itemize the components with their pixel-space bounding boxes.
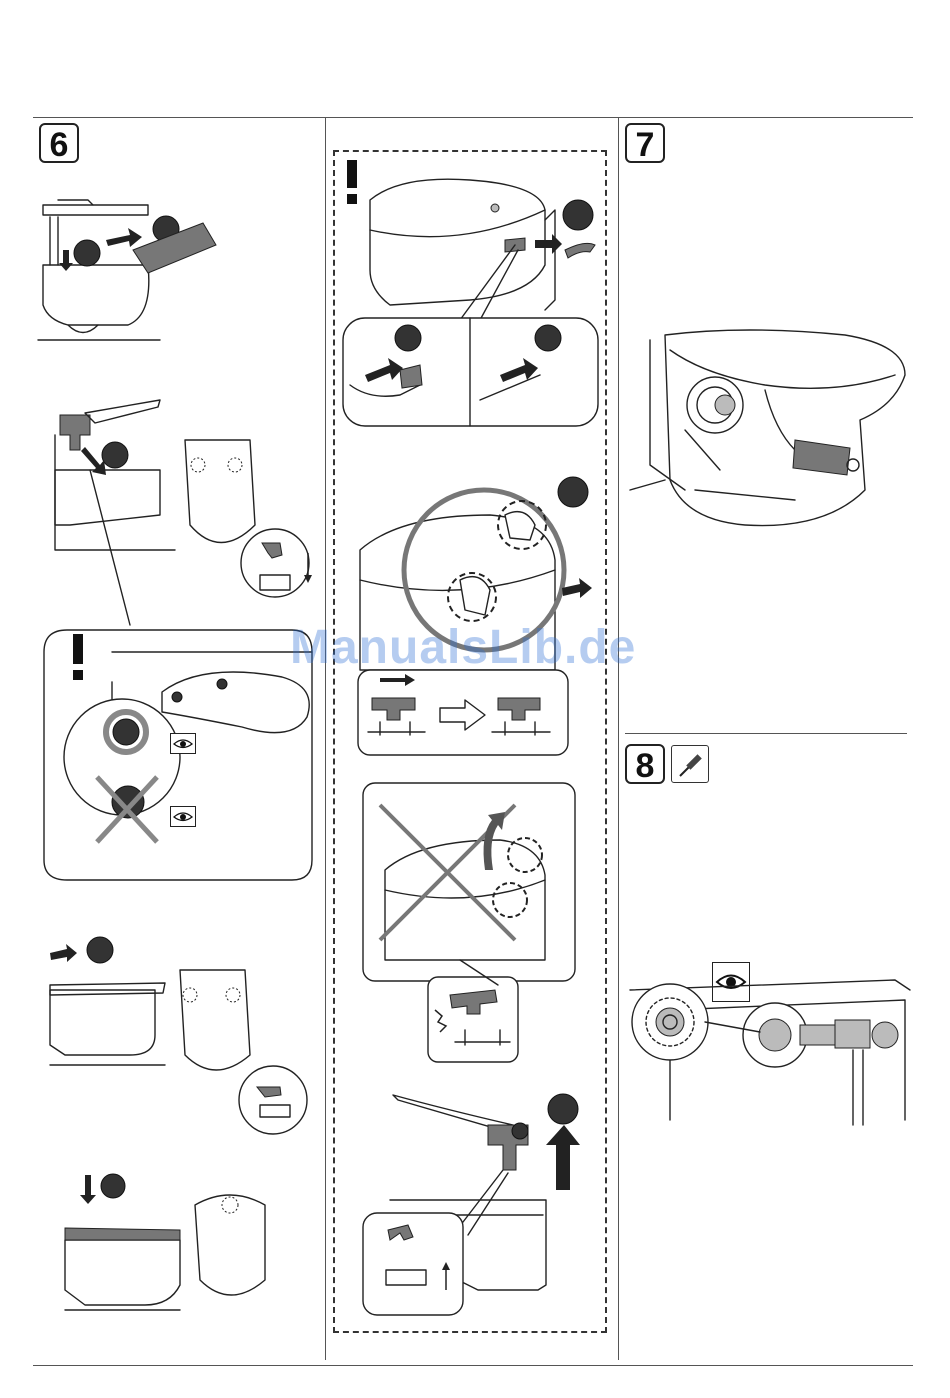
illustration-lever-lift	[358, 1085, 598, 1325]
illustration-lever-hinge	[50, 395, 320, 615]
column-divider-right	[618, 118, 619, 1360]
eye-icon	[170, 733, 196, 754]
illustration-side-cap-removal	[340, 170, 600, 450]
illustration-lid-lift-correct	[340, 470, 600, 755]
illustration-seat-reattach	[45, 935, 315, 1135]
screwdriver-icon	[671, 745, 709, 783]
bottom-rule	[33, 1365, 913, 1366]
illustration-lid-lift-wrong	[360, 780, 580, 1070]
step-number-6: 6	[39, 123, 79, 163]
illustration-tank-connection	[625, 330, 910, 530]
top-rule	[33, 117, 913, 118]
step-divider-7-8	[625, 733, 907, 734]
eye-icon	[170, 806, 196, 827]
column-divider-left	[325, 118, 326, 1360]
step-number-8: 8	[625, 744, 665, 784]
watermark-text: ManualsLib.de	[290, 620, 670, 675]
illustration-valve-check	[625, 970, 910, 1130]
illustration-seat-cover-removal	[38, 195, 288, 355]
step-number-7: 7	[625, 123, 665, 163]
illustration-seat-press	[55, 1170, 305, 1330]
caution-exclamation-icon	[70, 634, 86, 680]
